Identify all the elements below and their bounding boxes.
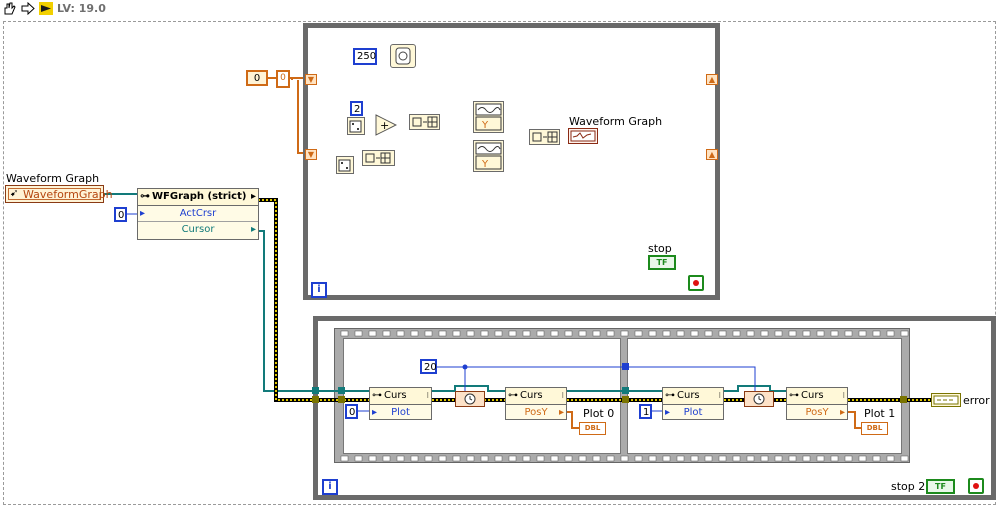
shift-register-right-2: ▲	[706, 149, 718, 160]
reference-name: WaveformGraph	[23, 188, 113, 201]
stop-button-terminal[interactable]: TF	[648, 255, 676, 270]
svg-text:Y: Y	[481, 159, 489, 170]
property-row-cursor[interactable]: Cursor▸	[181, 224, 256, 235]
stop2-button-terminal[interactable]: TF	[926, 479, 955, 494]
curs-plot-property-node-2[interactable]: ⊶ Curs ⁝ ▸Plot	[662, 387, 724, 420]
array-index-display: 0	[276, 70, 290, 88]
reference-arrow-icon: ➹	[10, 188, 19, 199]
loop2-iteration-terminal: i	[322, 479, 338, 495]
loop2-stop-condition-icon[interactable]	[968, 478, 984, 494]
curs-plot-property-node-1[interactable]: ⊶ Curs ⁝ ▸Plot	[369, 387, 432, 420]
property-node-header: ⊶ WFGraph (strict) ▸	[138, 189, 258, 206]
init-array-constant[interactable]: 0	[246, 70, 268, 86]
wait-function-2[interactable]	[744, 391, 774, 407]
property-row-actcrsr[interactable]: ▸ActCrsr	[138, 206, 258, 222]
wait-20-constant[interactable]: 20	[420, 359, 437, 374]
waveform-graph-terminal-label: Waveform Graph	[569, 115, 663, 128]
svg-text:+: +	[380, 119, 389, 132]
waveform-graph-label: Waveform Graph	[6, 172, 100, 185]
shift-register-right-1: ▲	[706, 74, 718, 85]
wait-function-1[interactable]	[455, 391, 485, 407]
loop1-stop-condition-icon[interactable]	[688, 275, 704, 291]
waveform-graph-reference[interactable]: ➹ WaveformGraph	[5, 185, 113, 203]
random-dice-icon[interactable]	[347, 117, 365, 135]
property-node[interactable]: ⊶ WFGraph (strict) ▸ ▸ActCrsr Cursor▸	[137, 188, 259, 240]
clock-icon	[753, 393, 765, 405]
error-out-terminal[interactable]	[931, 393, 961, 407]
plot0-indicator[interactable]: DBL	[579, 422, 606, 435]
watch-icon	[395, 47, 411, 65]
block-diagram-area	[3, 21, 996, 505]
add-function[interactable]: +	[375, 114, 398, 136]
build-array-2[interactable]	[362, 150, 395, 166]
key-icon: ⊶	[789, 390, 799, 401]
waveform-graph-terminal[interactable]	[568, 128, 598, 144]
dropdown-icon: ⁝	[561, 391, 564, 400]
constant-two[interactable]: 2	[350, 101, 363, 116]
random-dice-icon-2[interactable]	[336, 156, 354, 174]
hand-icon[interactable]	[2, 2, 16, 15]
clock-icon	[464, 393, 476, 405]
film-perforations	[340, 330, 909, 462]
active-cursor-constant[interactable]: 0	[114, 207, 127, 222]
key-icon: ⊶	[372, 390, 382, 401]
svg-text:Y: Y	[481, 120, 489, 131]
wait-ms-constant[interactable]: 250	[353, 48, 377, 65]
plot0-label: Plot 0	[583, 407, 615, 420]
build-waveform-2[interactable]: Y	[473, 140, 504, 172]
build-array-1[interactable]	[409, 114, 440, 130]
version-label: LV: 19.0	[57, 2, 106, 15]
curs-posy-property-node-1[interactable]: ⊶ Curs ⁝ PosY▸	[505, 387, 567, 420]
wait-ms-function[interactable]	[390, 44, 416, 68]
arrow-right-icon[interactable]	[21, 1, 35, 16]
stop-label: stop	[648, 242, 672, 255]
shift-register-left-2: ▼	[305, 149, 317, 160]
error-cluster-icon	[933, 395, 959, 405]
error-label: error	[963, 394, 990, 407]
plot1-label: Plot 1	[864, 407, 896, 420]
toolbar: LV: 19.0	[0, 0, 999, 18]
build-waveform-1[interactable]: Y	[473, 101, 504, 133]
dropdown-icon: ▸	[250, 191, 256, 202]
curs-posy-property-node-2[interactable]: ⊶ Curs ⁝ PosY▸	[786, 387, 848, 420]
build-array-waveforms[interactable]	[529, 129, 560, 145]
plot1-constant[interactable]: 1	[639, 404, 652, 419]
stop2-label: stop 2	[891, 480, 926, 493]
property-row-plot[interactable]: ▸Plot	[665, 407, 703, 418]
dropdown-icon: ⁝	[718, 391, 721, 400]
loop1-iteration-terminal: i	[311, 282, 327, 298]
build-array-icon	[412, 116, 438, 128]
key-icon: ⊶	[140, 191, 150, 202]
labview-logo-icon	[39, 2, 53, 15]
dropdown-icon: ⁝	[842, 391, 845, 400]
key-icon: ⊶	[508, 390, 518, 401]
dropdown-icon: ⁝	[426, 391, 429, 400]
property-row-posy[interactable]: PosY▸	[805, 407, 845, 418]
property-node-title: WFGraph (strict)	[152, 191, 247, 202]
plot0-constant[interactable]: 0	[345, 404, 358, 419]
key-icon: ⊶	[665, 390, 675, 401]
shift-register-left-1: ▼	[305, 74, 317, 85]
waveform-icon	[570, 130, 596, 142]
property-row-posy[interactable]: PosY▸	[524, 407, 564, 418]
property-row-plot[interactable]: ▸Plot	[372, 407, 410, 418]
plot1-indicator[interactable]: DBL	[861, 422, 888, 435]
